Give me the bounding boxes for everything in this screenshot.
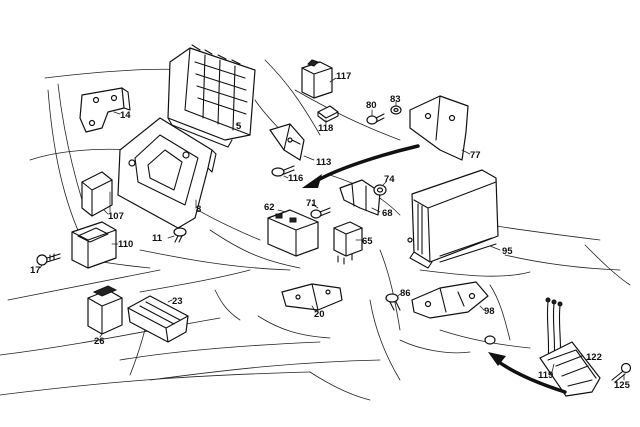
part-14-bracket	[79, 87, 131, 133]
callout-86: 86	[400, 288, 411, 299]
callout-5: 5	[236, 121, 242, 132]
callout-68: 68	[382, 208, 393, 219]
part-20-bracket-plate	[281, 283, 343, 311]
callout-14: 14	[120, 110, 131, 121]
part-113-bracket	[269, 123, 305, 161]
callout-17: 17	[30, 265, 41, 276]
callout-62: 62	[264, 202, 275, 213]
part-125-screw	[611, 362, 632, 383]
callout-110: 110	[118, 239, 133, 250]
part-117-relay	[301, 59, 333, 99]
part-107-relay	[81, 171, 113, 217]
assembly-arrows	[302, 144, 567, 394]
callout-labels: 5 8 11 14 17 20 23 26 62 65 68 71 74 77 …	[30, 71, 631, 391]
callout-71: 71	[306, 198, 317, 209]
part-110-socket-box	[71, 221, 117, 269]
callout-98: 98	[484, 306, 495, 317]
part-23-plug-housing	[127, 295, 189, 343]
part-77-mounting-plate	[409, 95, 469, 161]
part-62-control-unit	[267, 209, 319, 257]
callout-119: 119	[538, 370, 553, 381]
callout-26: 26	[94, 336, 105, 347]
callout-65: 65	[362, 236, 373, 247]
part-68-bracket	[339, 179, 381, 216]
part-71-screw	[310, 207, 331, 219]
callout-118: 118	[318, 123, 333, 134]
part-small-clip	[484, 335, 496, 345]
part-11-screw	[173, 227, 187, 243]
callout-113: 113	[316, 157, 331, 168]
part-95-ecu-housing	[407, 169, 499, 269]
part-116-screw	[271, 165, 295, 177]
callout-20: 20	[314, 309, 325, 320]
leader-lines	[39, 77, 625, 381]
callout-117: 117	[336, 71, 351, 82]
part-98-bracket	[411, 281, 489, 319]
part-65-module	[333, 221, 363, 265]
callout-95: 95	[502, 246, 513, 257]
callout-11: 11	[152, 233, 163, 244]
callout-23: 23	[172, 296, 183, 307]
part-86-screw	[385, 293, 401, 311]
part-80-screw	[366, 113, 385, 125]
part-8-carrier-frame	[117, 117, 217, 229]
part-5-fuse-box	[167, 44, 256, 148]
callout-122: 122	[586, 352, 602, 363]
part-26-connector	[87, 285, 123, 335]
callout-80: 80	[366, 100, 377, 111]
part-83-washer	[390, 105, 402, 115]
callout-83: 83	[390, 94, 401, 105]
part-118-clip	[317, 105, 339, 123]
callout-116: 116	[288, 173, 303, 184]
callout-125: 125	[614, 380, 631, 391]
part-74-nut	[373, 184, 387, 196]
callout-8: 8	[196, 204, 201, 215]
part-17-screw	[36, 253, 61, 266]
callout-107: 107	[108, 211, 124, 222]
callout-77: 77	[470, 150, 481, 161]
callout-74: 74	[384, 174, 395, 185]
